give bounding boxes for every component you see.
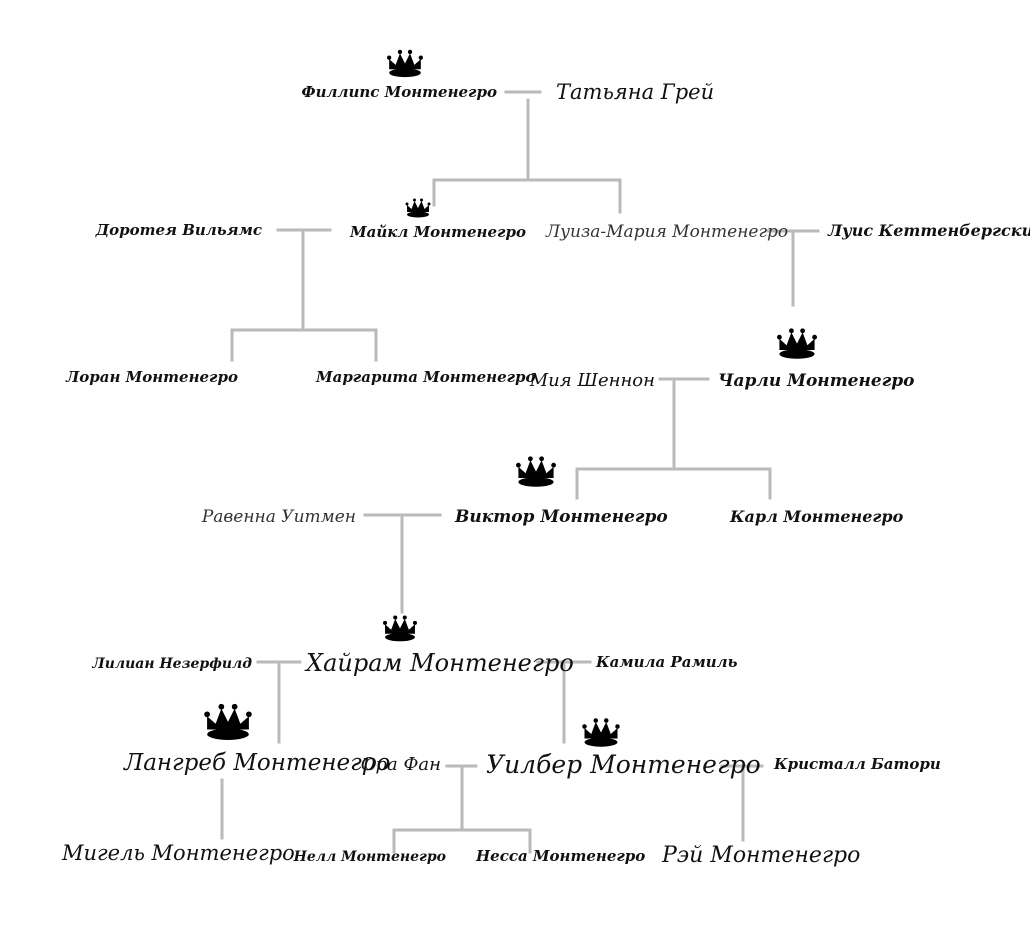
person-loran: Лоран Монтенегро [65,368,238,386]
person-nessa: Несса Монтенегро [475,847,645,865]
person-ora: Ора Фан [361,754,441,775]
children-bar-charli [575,467,772,500]
crown-icon [516,456,556,487]
person-hairam: Хайрам Монтенегро [304,649,574,677]
person-doroteya: Доротея Вильямс [95,221,262,239]
crown-icon [383,615,417,642]
person-luiza: Луиза-Мария Монтенегро [545,222,788,242]
person-tatyana: Татьяна Грей [556,80,714,104]
children-bar-phillips [432,178,622,214]
crown-icon [405,198,431,218]
person-lilian: Лилиан Незерфилд [91,656,252,672]
person-kamila: Камила Рамиль [595,653,738,671]
connector-lines [220,90,820,854]
children-bar-michael [230,328,378,362]
crowns [204,49,817,747]
crown-icon [204,703,252,740]
person-migel: Мигель Монтенегро [61,841,295,865]
person-charli: Чарли Монтенегро [718,371,915,391]
person-karl: Карл Монтенегро [729,507,904,526]
crown-icon [582,718,620,747]
person-miya: Мия Шеннон [529,370,655,391]
person-names: Филлипс Монтенегро Татьяна Грей Доротея … [61,80,1030,868]
children-bar-uilber-ora [392,828,532,854]
person-langreb: Лангреб Монтенегро [123,750,390,776]
person-luis: Луис Кеттенбергский [827,221,1030,240]
person-michael: Майкл Монтенегро [349,223,526,241]
crown-icon [777,328,817,359]
person-phillips: Филлипс Монтенегро [301,83,497,101]
person-margarita: Маргарита Монтенегро [315,368,536,386]
person-rey: Рэй Монтенегро [661,843,860,868]
person-kristall: Кристалл Батори [773,755,941,773]
crown-icon [387,49,423,78]
person-ravenna: Равенна Уитмен [201,507,356,527]
person-nell: Нелл Монтенегро [293,849,446,865]
person-uilber: Уилбер Монтенегро [486,750,761,779]
person-viktor: Виктор Монтенегро [454,507,668,527]
